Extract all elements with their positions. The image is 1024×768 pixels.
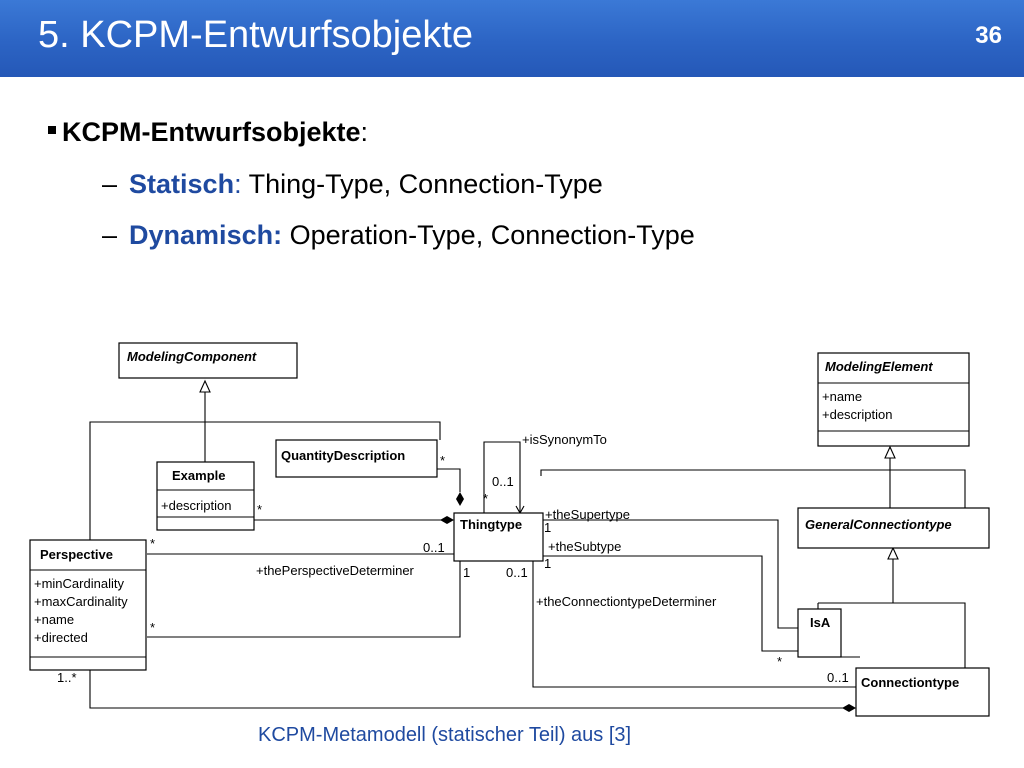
multiplicity-label: 1..*: [57, 670, 77, 685]
bullet-static-colon: :: [234, 169, 242, 199]
dash-bullet: –: [102, 169, 118, 199]
generalization-arrow: [884, 445, 896, 459]
multiplicity-label: 0..1: [506, 565, 528, 580]
multiplicity-label: *: [150, 536, 155, 551]
multiplicity-label: *: [483, 491, 488, 506]
class-name: QuantityDescription: [281, 448, 405, 463]
composition-diamond: [440, 516, 454, 524]
class-name: ModelingComponent: [127, 349, 257, 364]
bullet-dynamic-text: Operation-Type, Connection-Type: [282, 220, 695, 250]
role-label: +theSupertype: [545, 507, 630, 522]
association-line: [437, 468, 461, 492]
class-attribute: +name: [34, 612, 74, 627]
association-line: [89, 670, 848, 709]
class-name: Perspective: [40, 547, 113, 562]
generalization-line: [540, 469, 890, 476]
generalization-line: [818, 602, 966, 668]
square-bullet-icon: [48, 126, 56, 134]
generalization-line: [89, 421, 441, 540]
class-general-connectiontype: GeneralConnectiontype: [797, 507, 990, 549]
bullet-static: –Statisch: Thing-Type, Connection-Type: [102, 169, 603, 200]
class-attribute: +minCardinality: [34, 576, 124, 591]
composition-diamond: [456, 492, 464, 506]
generalization-arrow: [887, 546, 899, 560]
class-modeling-element: ModelingElement +name +description: [817, 352, 970, 447]
class-attribute: +description: [822, 407, 892, 422]
role-label: +theConnectiontypeDeterminer: [536, 594, 717, 609]
class-isa: IsA: [797, 608, 842, 658]
multiplicity-label: 0..1: [492, 474, 514, 489]
dash-bullet: –: [102, 220, 118, 250]
self-association-line: [483, 441, 521, 513]
association-labels: +isSynonymTo +theSupertype +theSubtype +…: [57, 432, 849, 685]
class-attribute: +directed: [34, 630, 88, 645]
class-name: ModelingElement: [825, 359, 933, 374]
slide-title: 5. KCPM-Entwurfsobjekte: [38, 14, 474, 56]
generalization-arrow: [199, 379, 211, 393]
multiplicity-label: *: [777, 654, 782, 669]
class-name: Example: [172, 468, 225, 483]
class-attribute: +description: [161, 498, 231, 513]
class-thingtype: Thingtype: [453, 512, 544, 562]
class-attribute: +maxCardinality: [34, 594, 128, 609]
multiplicity-label: 0..1: [827, 670, 849, 685]
multiplicity-label: *: [257, 502, 262, 517]
composition-diamond: [842, 704, 856, 712]
multiplicity-label: 0..1: [423, 540, 445, 555]
multiplicity-label: *: [150, 620, 155, 635]
figure-caption: KCPM-Metamodell (statischer Teil) aus [3…: [258, 724, 632, 746]
class-name: GeneralConnectiontype: [805, 517, 952, 532]
bullet-dynamic-keyword: Dynamisch:: [129, 220, 283, 250]
multiplicity-label: 1: [544, 556, 551, 571]
association-line: [147, 561, 461, 638]
multiplicity-label: *: [440, 453, 445, 468]
bullet-static-keyword: Statisch: [129, 169, 235, 199]
class-name: Thingtype: [460, 517, 522, 532]
role-label: +theSubtype: [548, 539, 621, 554]
class-example: Example +description: [156, 461, 255, 531]
class-modeling-component: ModelingComponent: [118, 342, 298, 379]
multiplicity-label: 1: [544, 520, 551, 535]
class-quantity-description: QuantityDescription: [275, 439, 438, 478]
determiner-line: [532, 561, 856, 688]
class-attribute: +name: [822, 389, 862, 404]
bullet-main: KCPM-Entwurfsobjekte:: [48, 117, 368, 148]
connectors: [89, 379, 966, 712]
class-name: IsA: [810, 615, 831, 630]
page-number: 36: [975, 22, 1002, 49]
class-connectiontype: Connectiontype: [855, 667, 990, 717]
generalization-line: [890, 469, 966, 508]
subtype-line: [543, 555, 798, 652]
bullet-static-text: Thing-Type, Connection-Type: [241, 169, 603, 199]
slide-header: 5. KCPM-Entwurfsobjekte 36: [0, 0, 1024, 77]
bullet-main-suffix: :: [360, 117, 369, 147]
multiplicity-label: 1: [463, 565, 470, 580]
bullet-dynamic: –Dynamisch: Operation-Type, Connection-T…: [102, 220, 695, 251]
supertype-line: [543, 519, 798, 629]
class-perspective: Perspective +minCardinality +maxCardinal…: [29, 539, 147, 671]
bullet-main-keyword: KCPM-Entwurfsobjekte: [62, 117, 361, 147]
role-label: +isSynonymTo: [522, 432, 607, 447]
class-name: Connectiontype: [861, 675, 959, 690]
role-label: +thePerspectiveDeterminer: [256, 563, 415, 578]
